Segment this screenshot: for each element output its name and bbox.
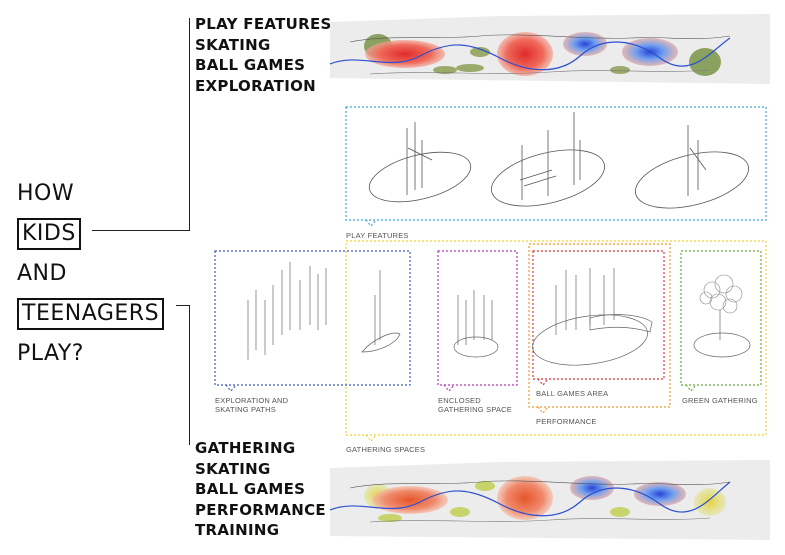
platform-sketch xyxy=(634,151,750,209)
play-features-frame xyxy=(345,106,767,221)
question-and: AND xyxy=(17,261,67,286)
caption-ball-games: BALL GAMES AREA xyxy=(536,389,609,398)
ball-games-frame xyxy=(532,250,665,380)
bottom-activity-list: GATHERING SKATING BALL GAMES PERFORMANCE… xyxy=(195,438,326,541)
caption-gathering-spaces: GATHERING SPACES xyxy=(346,445,426,454)
green-gathering-frame xyxy=(680,250,762,386)
enclosed-frame xyxy=(437,250,518,386)
path-line xyxy=(330,37,731,71)
question-play: PLAY? xyxy=(17,341,84,366)
performance-frame xyxy=(528,243,671,408)
connector-kids-vertical xyxy=(189,18,190,231)
blue-zone xyxy=(570,476,614,500)
gathering-spaces-frame xyxy=(345,240,767,436)
caption-enclosed: ENCLOSED GATHERING SPACE xyxy=(438,396,512,414)
bottom-activity-heatmap xyxy=(330,460,770,540)
connector-teen-vertical xyxy=(189,305,190,445)
platform-sketch xyxy=(368,151,472,203)
caption-exploration: EXPLORATION AND SKATING PATHS xyxy=(215,396,289,414)
top-activity-list: PLAY FEATURES SKATING BALL GAMES EXPLORA… xyxy=(195,14,332,96)
question-teenagers-boxed: TEENAGERS xyxy=(17,298,165,330)
green-zone xyxy=(689,48,721,76)
question-kids-boxed: KIDS xyxy=(17,218,81,250)
top-activity-heatmap xyxy=(330,14,770,84)
blue-zone xyxy=(634,482,686,506)
red-zone xyxy=(497,32,553,76)
exploration-frame xyxy=(214,250,411,386)
question-how: HOW xyxy=(17,181,75,206)
bottom-list-item: SKATING xyxy=(195,459,271,478)
top-list-item: BALL GAMES xyxy=(195,56,306,74)
platform-sketch xyxy=(490,149,606,207)
bottom-list-item: TRAINING xyxy=(195,521,280,539)
caption-performance: PERFORMANCE xyxy=(536,417,597,426)
caption-play-features: PLAY FEATURES xyxy=(346,231,409,240)
top-list-item: SKATING xyxy=(195,35,271,54)
connector-kids-horizontal xyxy=(92,230,189,231)
red-zone xyxy=(372,486,448,514)
red-zone xyxy=(365,40,445,68)
tree-icon xyxy=(699,274,743,314)
top-list-item: PLAY FEATURES xyxy=(195,15,332,33)
bottom-list-item: GATHERING xyxy=(195,439,296,457)
bottom-list-item: PERFORMANCE xyxy=(195,500,326,519)
path-line xyxy=(330,481,731,517)
yellow-zone xyxy=(694,488,726,516)
central-question: HOW KIDS AND TEENAGERS PLAY? xyxy=(17,174,165,374)
green-zone xyxy=(433,66,457,74)
bottom-list-item: BALL GAMES xyxy=(195,480,306,498)
caption-green-gathering: GREEN GATHERING xyxy=(682,396,758,405)
top-list-item: EXPLORATION xyxy=(195,76,316,95)
connector-teen-horizontal xyxy=(176,305,189,306)
